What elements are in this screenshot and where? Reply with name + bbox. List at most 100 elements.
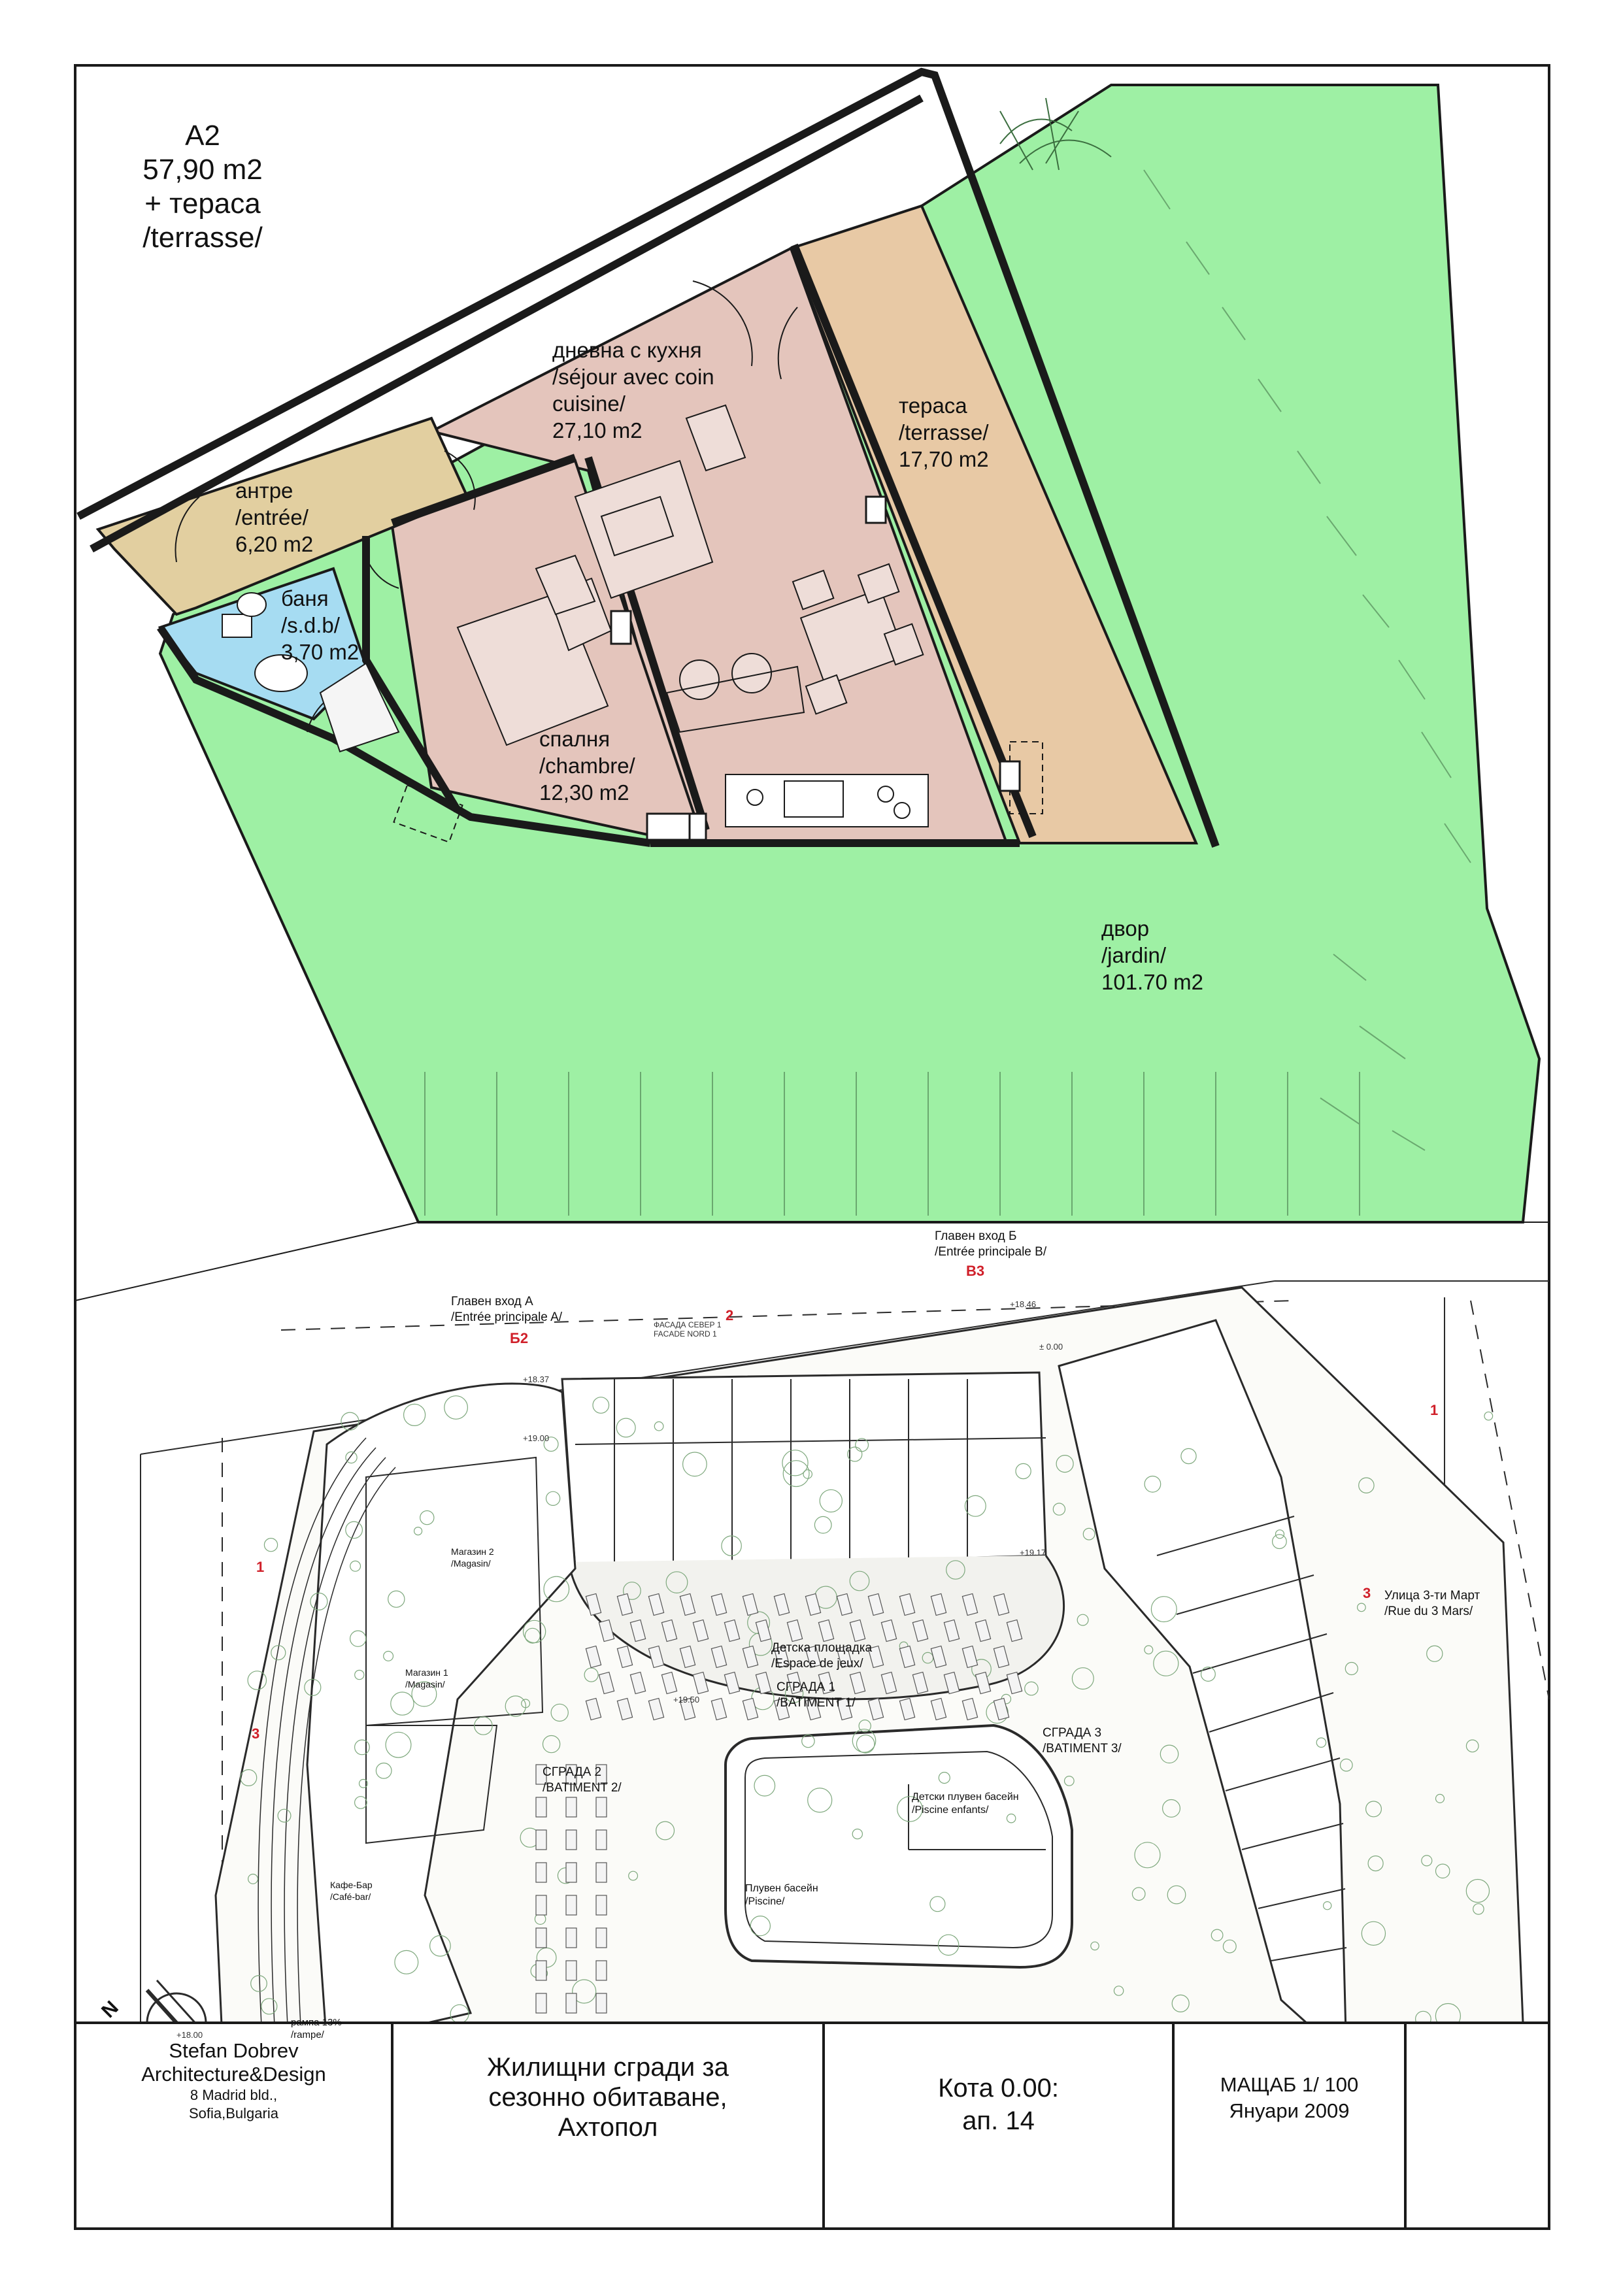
shrub bbox=[572, 1979, 597, 2004]
level-e: +18.00 bbox=[176, 2030, 203, 2040]
author-firm: Architecture&Design bbox=[141, 2063, 326, 2086]
shrub bbox=[856, 1735, 875, 1754]
shrub bbox=[656, 1821, 675, 1840]
sun-lounger bbox=[786, 1671, 803, 1695]
sun-lounger bbox=[535, 1895, 547, 1916]
sun-lounger bbox=[679, 1593, 696, 1616]
sun-lounger bbox=[899, 1697, 916, 1721]
sun-lounger bbox=[648, 1645, 665, 1669]
cafe-label: Кафе-Бар /Café-bar/ bbox=[330, 1880, 373, 1902]
shrub bbox=[1071, 1667, 1094, 1690]
sun-lounger bbox=[565, 1895, 577, 1916]
building2-label: СГРАДА 2 /BATIMENT 2/ bbox=[543, 1765, 622, 1795]
shrub bbox=[385, 1731, 412, 1758]
sun-lounger bbox=[993, 1697, 1010, 1721]
sun-lounger bbox=[975, 1671, 992, 1695]
shrub bbox=[1015, 1463, 1031, 1480]
shrub bbox=[938, 1772, 950, 1784]
sun-lounger bbox=[880, 1619, 897, 1642]
section-marker-1b: 1 bbox=[256, 1559, 265, 1575]
shrub bbox=[263, 1537, 278, 1552]
sun-lounger bbox=[595, 1862, 607, 1883]
sun-lounger bbox=[565, 1927, 577, 1948]
shrub bbox=[248, 1873, 259, 1884]
sun-lounger bbox=[710, 1593, 727, 1616]
shrub bbox=[310, 1592, 328, 1610]
sun-lounger bbox=[742, 1645, 759, 1669]
shrub bbox=[542, 1735, 561, 1754]
scale-date: Януари 2009 bbox=[1229, 2099, 1350, 2122]
shrub bbox=[628, 1871, 639, 1881]
sun-lounger bbox=[595, 1764, 607, 1785]
shrub bbox=[271, 1645, 286, 1661]
shrub bbox=[682, 1452, 707, 1477]
sun-lounger bbox=[598, 1671, 615, 1695]
shrub bbox=[1435, 1863, 1450, 1879]
shrub bbox=[1356, 1603, 1366, 1612]
level-c: +19.50 bbox=[673, 1695, 700, 1705]
shrub bbox=[1200, 1667, 1216, 1682]
entry-label: антре /entrée/ 6,20 m2 bbox=[235, 478, 314, 556]
author-address-1: 8 Madrid bld., bbox=[190, 2087, 278, 2103]
sun-lounger bbox=[849, 1619, 866, 1642]
sun-lounger bbox=[867, 1593, 884, 1616]
sun-lounger bbox=[616, 1645, 633, 1669]
terrace-area bbox=[789, 204, 1199, 844]
sun-lounger bbox=[535, 1960, 547, 1981]
shrub bbox=[1211, 1929, 1224, 1942]
shrub bbox=[721, 1535, 742, 1556]
level-a: +18.37 bbox=[523, 1374, 550, 1384]
shrub bbox=[665, 1571, 688, 1594]
scale-value: МАЩАБ 1/ 100 bbox=[1220, 2073, 1359, 2096]
shrub bbox=[1063, 1775, 1075, 1786]
shrub bbox=[946, 1560, 965, 1580]
sun-lounger bbox=[880, 1671, 897, 1695]
entry-area bbox=[95, 416, 469, 616]
sun-lounger bbox=[773, 1645, 790, 1669]
sun-lounger bbox=[535, 1927, 547, 1948]
shrub bbox=[250, 1974, 267, 1992]
shrub bbox=[341, 1412, 359, 1431]
sun-lounger bbox=[1006, 1619, 1023, 1642]
apartment-area: 57,90 m2 bbox=[142, 154, 263, 186]
sun-lounger bbox=[565, 1993, 577, 2014]
project-line-3: Ахтопол bbox=[558, 2113, 658, 2142]
shrub bbox=[1153, 1650, 1179, 1676]
shrub bbox=[1465, 1878, 1490, 1903]
sun-lounger bbox=[975, 1619, 992, 1642]
apartment-extra: + тераса bbox=[144, 188, 261, 220]
shrub bbox=[592, 1397, 610, 1414]
shrub bbox=[754, 1774, 776, 1797]
shrub bbox=[1322, 1901, 1332, 1910]
sun-lounger bbox=[535, 1862, 547, 1883]
shrub bbox=[375, 1762, 392, 1779]
shrub bbox=[1160, 1744, 1179, 1764]
shrub bbox=[413, 1527, 423, 1536]
sun-lounger bbox=[993, 1645, 1010, 1669]
shrub bbox=[1024, 1681, 1039, 1696]
shrub bbox=[1271, 1534, 1287, 1550]
sun-lounger bbox=[692, 1619, 709, 1642]
drawing-line-2: ап. 14 bbox=[962, 2106, 1035, 2135]
sun-lounger bbox=[961, 1593, 978, 1616]
shrub bbox=[782, 1460, 810, 1488]
shrub bbox=[1367, 1855, 1384, 1872]
shrub bbox=[750, 1915, 771, 1937]
sun-lounger bbox=[535, 1829, 547, 1850]
shop2-label: Магазин 2 /Magasin/ bbox=[451, 1546, 494, 1569]
shrub bbox=[304, 1678, 322, 1696]
sun-lounger bbox=[648, 1593, 665, 1616]
sun-lounger bbox=[943, 1671, 960, 1695]
sun-lounger bbox=[565, 1862, 577, 1883]
entrance-a-label: Главен вход А /Entrée principale A/ bbox=[451, 1295, 563, 1324]
sun-lounger bbox=[595, 1960, 607, 1981]
drawing-line-1: Кота 0.00: bbox=[938, 2074, 1059, 2103]
sun-lounger bbox=[535, 1764, 547, 1785]
shrub bbox=[847, 1446, 863, 1462]
sun-lounger bbox=[679, 1697, 696, 1721]
ramp-label: рампа 13% /rampe/ bbox=[291, 2017, 342, 2040]
street-label: Улица 3-ти Март /Rue du 3 Mars/ bbox=[1384, 1589, 1480, 1618]
project-line-2: сезонно обитаване, bbox=[488, 2083, 727, 2112]
sun-lounger bbox=[565, 1829, 577, 1850]
